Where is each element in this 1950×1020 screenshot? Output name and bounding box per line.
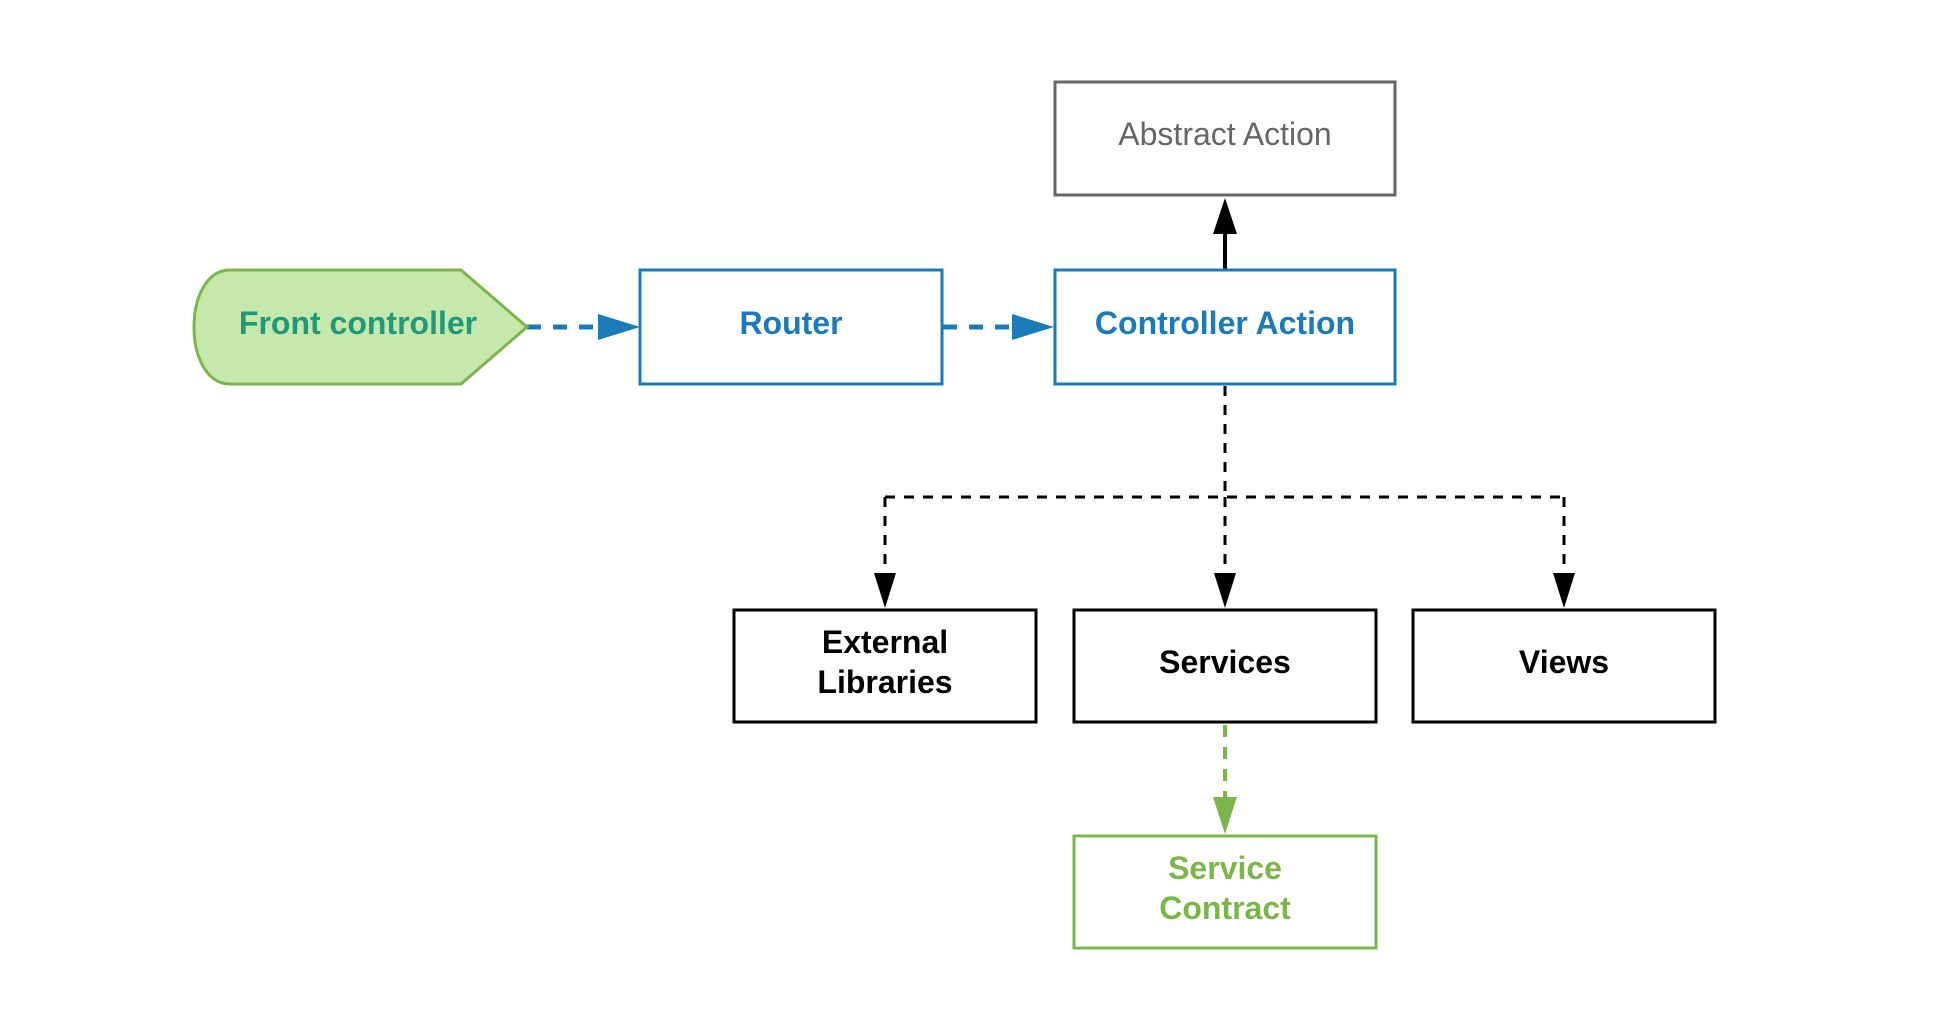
external-libraries-label-line1: External [822,624,948,660]
service-contract-label-line2: Contract [1159,890,1291,926]
controller-action-label: Controller Action [1095,305,1355,341]
node-controller-action: Controller Action [1053,268,1397,386]
node-views: Views [1411,608,1717,724]
edge-router-to-controller-action [943,314,1054,340]
service-contract-label-line1: Service [1168,850,1282,886]
edge-controller-action-to-views [1553,497,1575,608]
node-service-contract: Service Contract [1072,834,1378,950]
router-label: Router [739,305,842,341]
edge-controller-action-to-external-libraries [874,497,896,608]
node-abstract-action: Abstract Action [1053,80,1397,197]
node-external-libraries: External Libraries [732,608,1038,724]
services-label: Services [1159,644,1291,680]
views-label: Views [1519,644,1609,680]
node-front-controller: Front controller [192,268,530,386]
node-services: Services [1072,608,1378,724]
edge-controller-action-to-abstract-action [1213,198,1237,270]
edge-controller-action-branch [885,386,1564,499]
edge-controller-action-to-services [1214,497,1236,608]
external-libraries-label-line2: Libraries [817,664,952,700]
edge-services-to-service-contract [1213,725,1237,834]
abstract-action-label: Abstract Action [1118,116,1331,152]
front-controller-label: Front controller [239,305,477,341]
edge-front-controller-to-router [527,314,640,340]
node-router: Router [638,268,944,386]
